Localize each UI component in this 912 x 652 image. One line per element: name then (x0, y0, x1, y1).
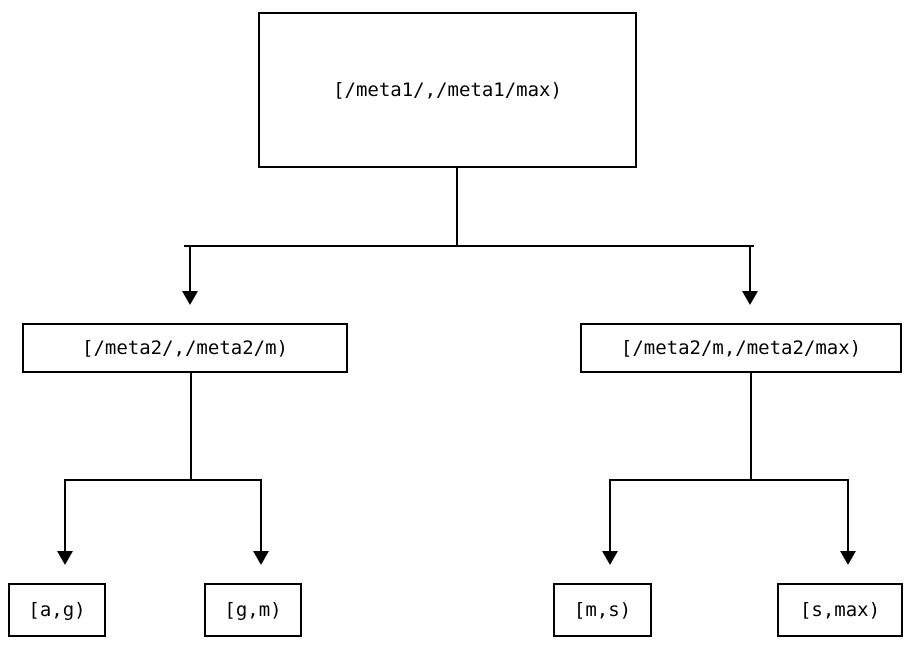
arrow-head-leaf-s-max (840, 551, 856, 565)
edge-root-splitter-bar (184, 245, 754, 247)
tree-node-meta2-right-label: [/meta2/m,/meta2/max) (620, 336, 862, 359)
tree-node-leaf-s-max-label: [s,max) (799, 598, 881, 621)
tree-node-leaf-a-g[interactable]: [a,g) (8, 583, 106, 637)
tree-node-leaf-m-s[interactable]: [m,s) (553, 583, 652, 637)
tree-node-leaf-s-max[interactable]: [s,max) (777, 583, 903, 637)
arrow-head-meta2-right (742, 291, 758, 305)
arrow-head-leaf-a-g (57, 551, 73, 565)
edge-root-stem (456, 168, 458, 247)
tree-node-meta2-left[interactable]: [/meta2/,/meta2/m) (22, 323, 348, 373)
tree-node-leaf-g-m[interactable]: [g,m) (204, 583, 302, 637)
edge-meta2-right-to-leaf-m-s (609, 479, 611, 551)
tree-node-leaf-m-s-label: [m,s) (573, 598, 632, 621)
arrow-head-leaf-g-m (253, 551, 269, 565)
tree-node-meta2-right[interactable]: [/meta2/m,/meta2/max) (580, 323, 902, 373)
edge-meta2-left-stem (190, 373, 192, 480)
edge-meta2-right-stem (750, 373, 752, 480)
edge-meta2-left-to-leaf-a-g (64, 479, 66, 551)
tree-node-root[interactable]: [/meta1/,/meta1/max) (258, 12, 637, 168)
edge-root-to-meta2-right (749, 245, 751, 291)
tree-node-leaf-g-m-label: [g,m) (224, 598, 282, 621)
edge-meta2-left-to-leaf-g-m (260, 479, 262, 551)
arrow-head-leaf-m-s (602, 551, 618, 565)
edge-meta2-right-splitter-bar (609, 479, 849, 481)
edge-meta2-right-to-leaf-s-max (847, 479, 849, 551)
edge-root-to-meta2-left (189, 245, 191, 291)
tree-node-root-label: [/meta1/,/meta1/max) (333, 78, 562, 101)
tree-node-leaf-a-g-label: [a,g) (28, 598, 86, 621)
tree-node-meta2-left-label: [/meta2/,/meta2/m) (82, 336, 288, 359)
arrow-head-meta2-left (182, 291, 198, 305)
edge-meta2-left-splitter-bar (64, 479, 262, 481)
